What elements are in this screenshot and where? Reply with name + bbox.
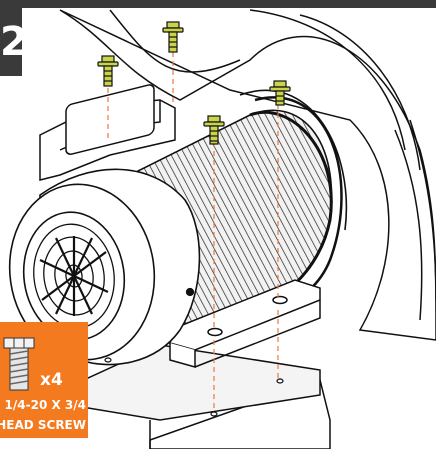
screw-1 — [97, 55, 119, 87]
screw-3 — [269, 80, 291, 106]
screw-icon — [3, 337, 35, 391]
mounting-plate — [39, 84, 176, 181]
fan-grille — [33, 223, 195, 329]
header-bar — [0, 0, 436, 8]
motor-end-bell — [8, 168, 201, 366]
guide-lines — [107, 52, 279, 412]
hardware-type: HEAD SCREW — [0, 418, 86, 432]
hardware-quantity: x4 — [40, 370, 63, 390]
hardware-size: 1/4-20 X 3/4 — [4, 398, 86, 412]
screw-4 — [203, 115, 225, 145]
screw-2 — [162, 21, 184, 53]
motor-foot — [169, 279, 321, 368]
hardware-callout: x4 1/4-20 X 3/4 HEAD SCREW — [0, 322, 88, 438]
step-number: 2 — [0, 8, 22, 76]
floor-holes — [104, 357, 284, 417]
